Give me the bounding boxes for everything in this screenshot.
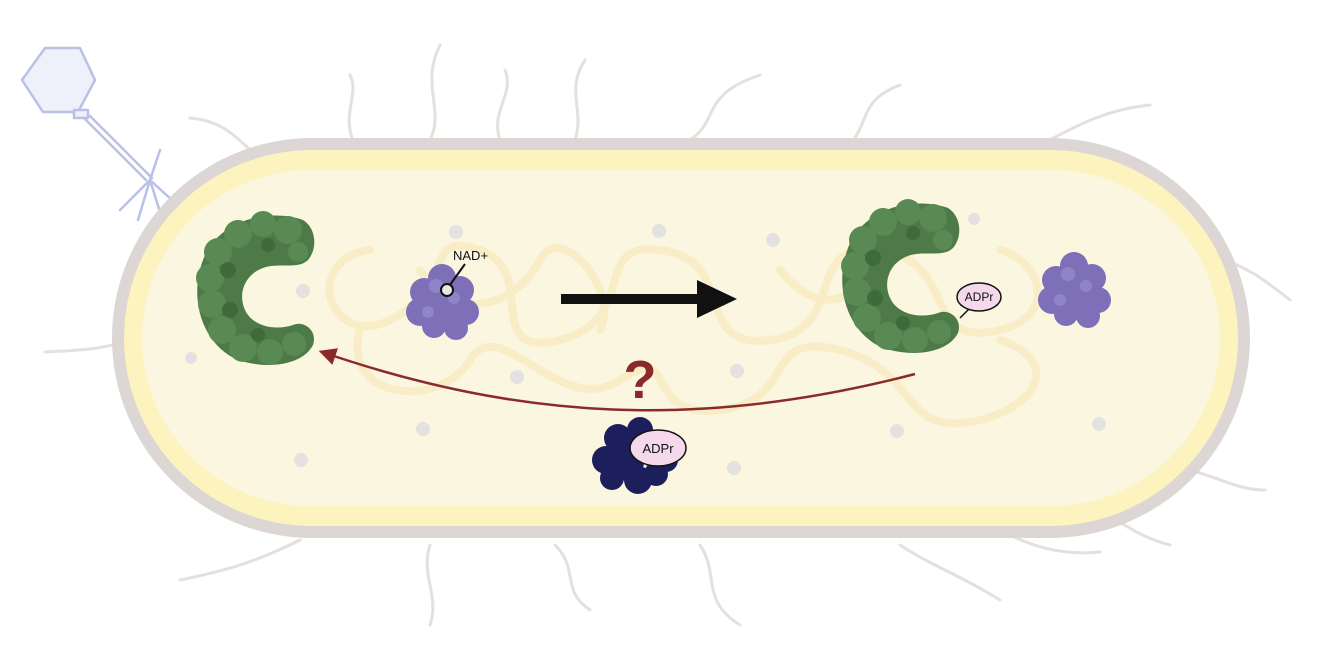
adpr-badge-bound — [956, 282, 1002, 312]
question-mark: ? — [624, 350, 657, 410]
purple-enzyme-icon — [406, 264, 479, 340]
green-c-shaped-protein-icon — [196, 211, 315, 365]
adpr-label-hydrolase: ADPr — [642, 441, 674, 456]
purple-enzyme-released-icon — [1038, 252, 1111, 328]
adpr-badge-hydrolase — [629, 429, 687, 467]
nad-molecule-icon — [440, 283, 454, 297]
cytoplasm-particles — [185, 213, 1106, 475]
reaction-arrow — [561, 280, 737, 318]
green-c-shaped-protein-modified-icon — [841, 199, 960, 353]
nad-label: NAD+ — [453, 248, 488, 263]
adpr-label-bound: ADPr — [965, 290, 994, 304]
reversal-arrow — [318, 348, 916, 412]
bacteriophage-icon — [20, 46, 187, 230]
